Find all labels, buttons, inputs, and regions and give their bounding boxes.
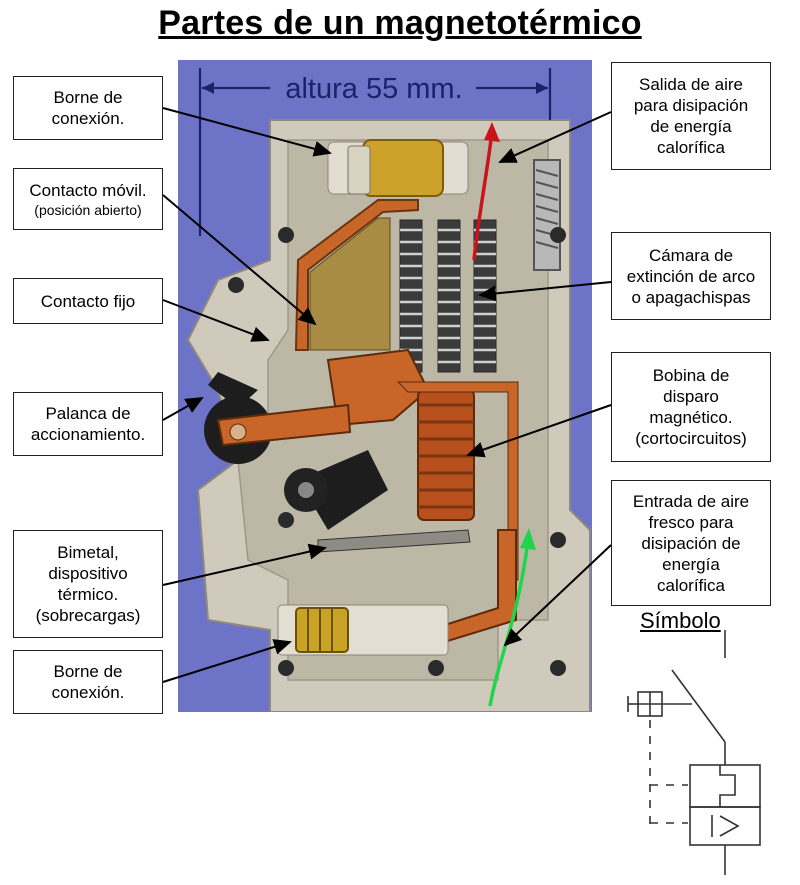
leader-borne-bottom: [162, 639, 292, 683]
symbol-title: Símbolo: [640, 608, 721, 633]
label-bimetal: Bimetal,dispositivo térmico.(sobrecargas…: [13, 530, 163, 638]
dimension-line: [198, 68, 552, 236]
moving-contact-arm: [294, 199, 419, 351]
leader-bimetal: [162, 543, 327, 586]
hot-air-arrow: [472, 131, 494, 261]
leader-contacto-fijo: [162, 299, 270, 342]
breaker-electrical-symbol: [627, 630, 761, 875]
page-title: Partes de un magnetotérmico: [158, 4, 642, 42]
actuating-lever: [204, 372, 352, 464]
leader-palanca: [162, 397, 204, 421]
leader-entrada-aire: [503, 544, 612, 647]
leader-contacto-movil: [162, 194, 317, 326]
leader-borne-top: [162, 107, 332, 157]
dimension-label: altura 55 mm.: [285, 73, 462, 105]
leader-salida-aire: [498, 111, 612, 163]
label-contacto-fijo: Contacto fijo: [13, 278, 163, 324]
leader-camara: [478, 281, 612, 302]
side-spring: [533, 159, 561, 271]
label-contacto-movil: Contacto móvil.(posición abierto): [13, 168, 163, 230]
bottom-terminal: [277, 604, 449, 656]
leader-bobina: [466, 404, 612, 458]
